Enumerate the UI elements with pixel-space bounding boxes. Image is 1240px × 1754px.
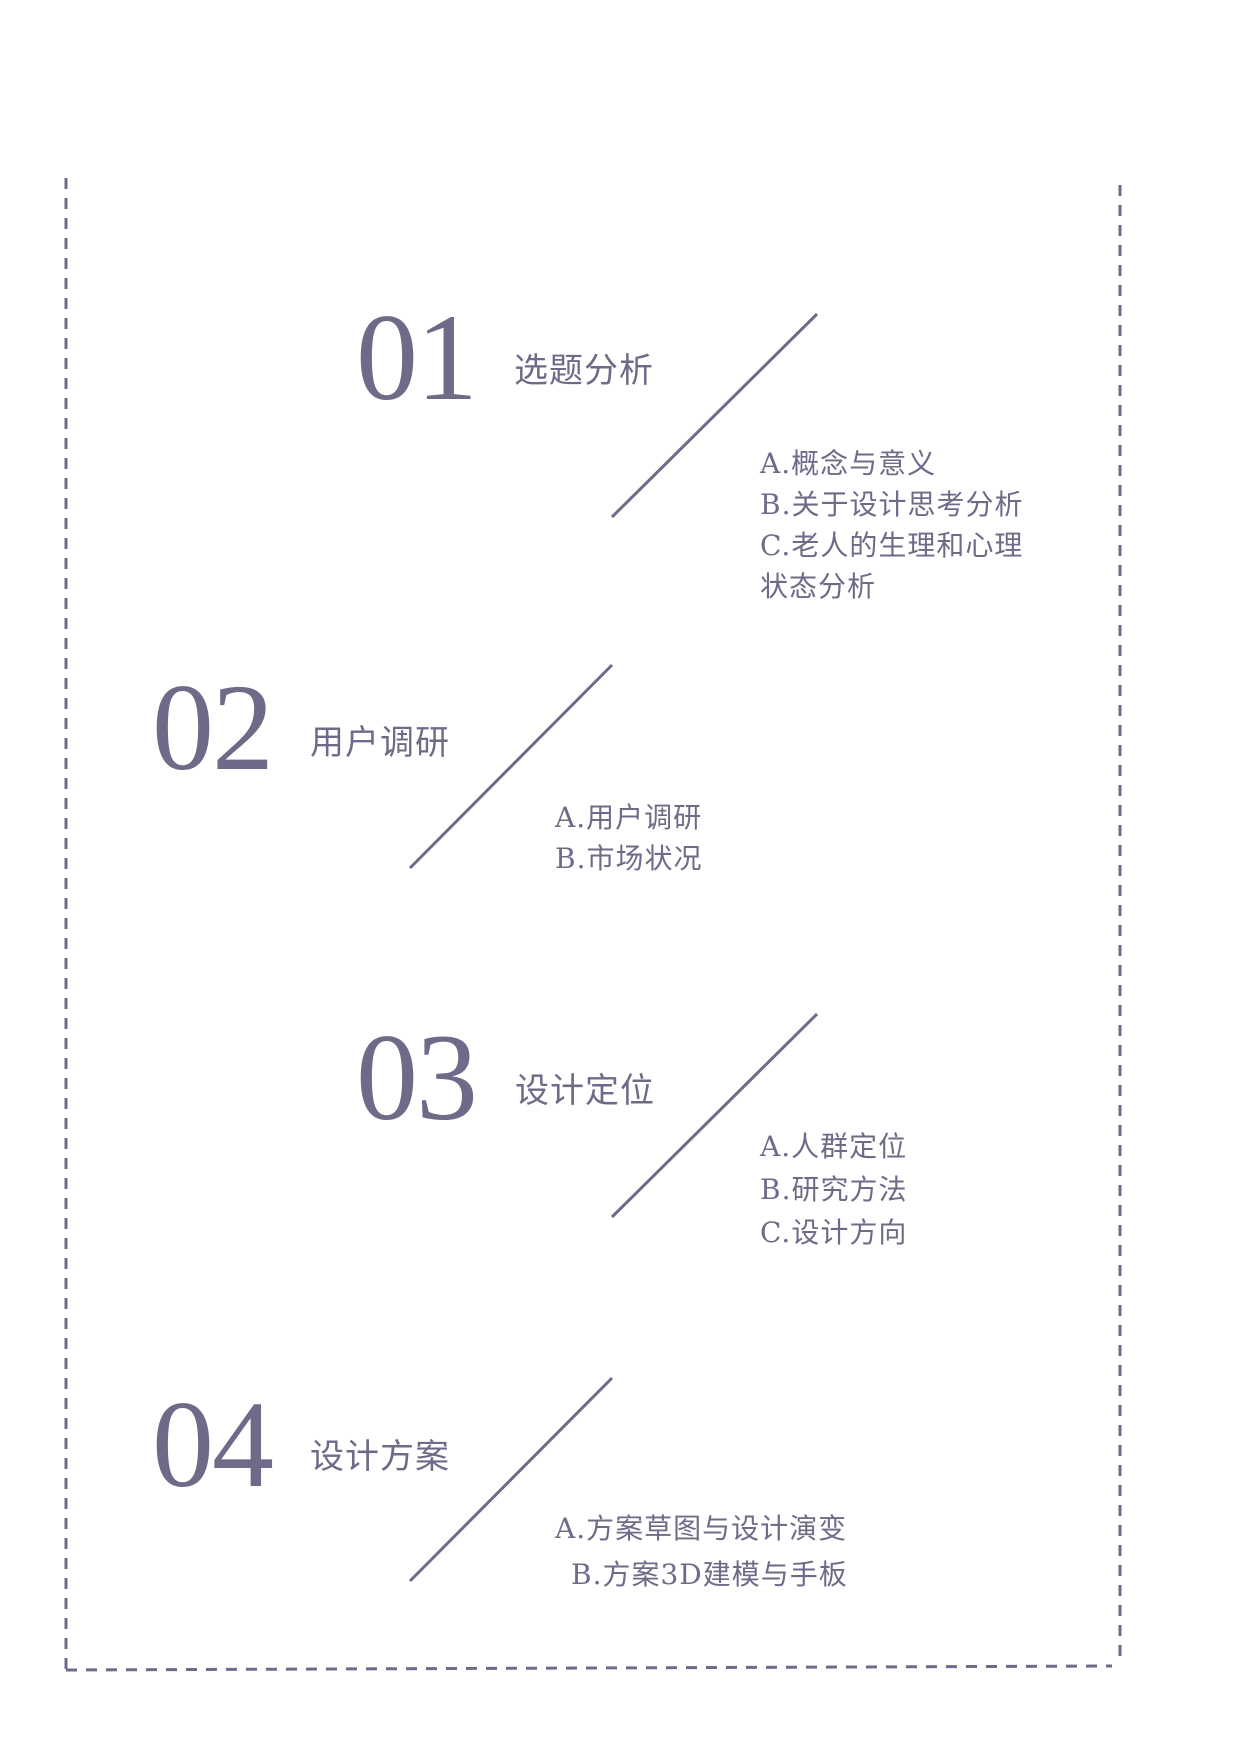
section-title: 选题分析 xyxy=(514,351,654,391)
section-number: 01 xyxy=(356,289,478,426)
list-item: B.关于设计思考分析 xyxy=(760,488,1024,521)
section-number: 03 xyxy=(356,1009,478,1146)
list-item: 状态分析 xyxy=(760,570,877,603)
list-item: A.概念与意义 xyxy=(760,447,937,480)
list-item: C.设计方向 xyxy=(760,1216,908,1249)
diagonal-divider-04 xyxy=(408,1376,614,1583)
list-item: C.老人的生理和心理 xyxy=(760,529,1024,562)
list-item: A.用户调研 xyxy=(555,801,703,834)
diagonal-divider-03 xyxy=(610,1012,819,1219)
list-item: A.人群定位 xyxy=(760,1130,908,1163)
section-title: 设计方案 xyxy=(310,1437,450,1477)
section-items: A.方案草图与设计演变 B.方案3D建模与手板 xyxy=(555,1506,848,1598)
section-number: 02 xyxy=(152,659,274,796)
list-item: B.市场状况 xyxy=(555,842,703,875)
list-item: A.方案草图与设计演变 xyxy=(555,1512,848,1545)
section-title: 用户调研 xyxy=(310,723,450,763)
section-title: 设计定位 xyxy=(515,1071,655,1111)
list-item: B.研究方法 xyxy=(760,1173,908,1206)
diagonal-divider-02 xyxy=(408,663,614,870)
section-items: A.概念与意义 B.关于设计思考分析 C.老人的生理和心理 状态分析 xyxy=(760,443,1023,607)
section-items: A.用户调研 B.市场状况 xyxy=(555,797,702,879)
section-number: 04 xyxy=(152,1376,274,1513)
frame-bottom-border xyxy=(65,1664,1113,1672)
list-item: B.方案3D建模与手板 xyxy=(571,1558,848,1591)
section-items: A.人群定位 B.研究方法 C.设计方向 xyxy=(760,1125,907,1254)
diagonal-divider-01 xyxy=(610,312,819,519)
